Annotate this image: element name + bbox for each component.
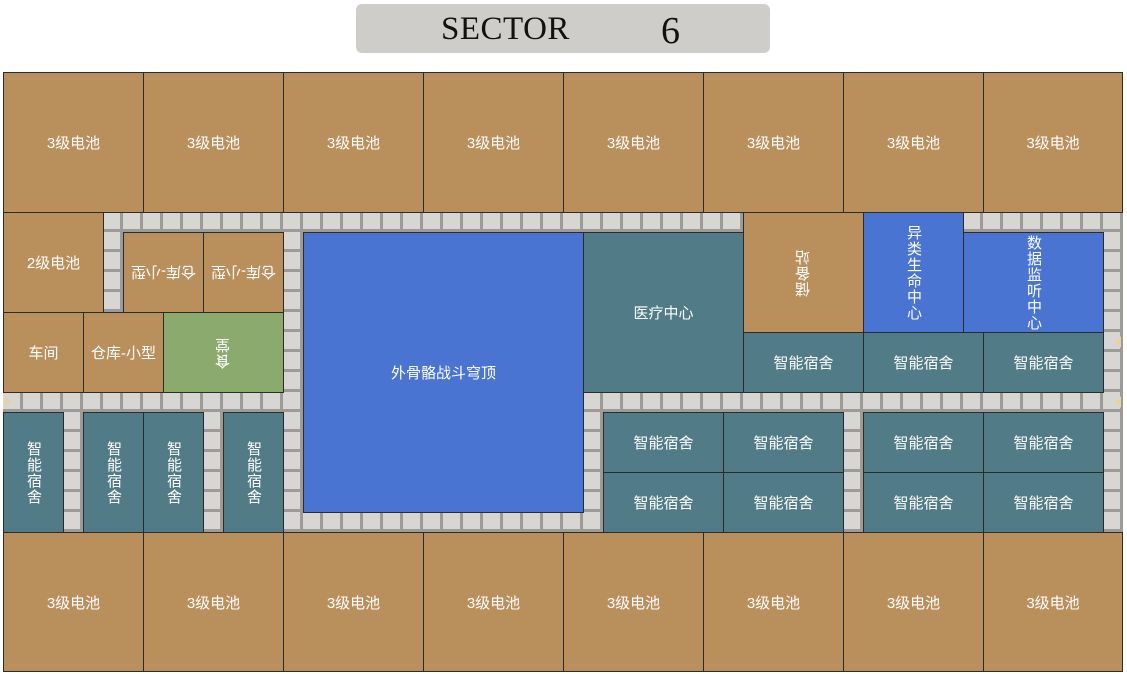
smart-dorm-room[interactable]: 智能宿舍 bbox=[223, 412, 284, 533]
corridor-low-col-4 bbox=[843, 412, 863, 532]
battery-room[interactable]: 3级电池 bbox=[703, 72, 844, 213]
workshop-room[interactable]: 车间 bbox=[3, 312, 84, 393]
corridor-bottom-mid bbox=[283, 512, 603, 532]
smart-dorm-room[interactable]: 智能宿舍 bbox=[83, 412, 144, 533]
warehouse-small-room[interactable]: 仓库-小型 bbox=[123, 232, 204, 313]
smart-dorm-room[interactable]: 智能宿舍 bbox=[983, 412, 1104, 473]
data-monitor-center[interactable]: 数据监听中心 bbox=[963, 232, 1104, 333]
battery-room[interactable]: 3级电池 bbox=[423, 532, 564, 672]
sector-number: 6 bbox=[661, 10, 680, 52]
smart-dorm-room[interactable]: 智能宿舍 bbox=[3, 412, 64, 533]
battery-room[interactable]: 3级电池 bbox=[563, 532, 704, 672]
battery-lv2-room[interactable]: 2级电池 bbox=[3, 212, 104, 313]
corridor-low-col-3 bbox=[583, 412, 603, 532]
smart-dorm-room[interactable]: 智能宿舍 bbox=[863, 472, 984, 533]
smart-dorm-room[interactable]: 智能宿舍 bbox=[603, 472, 724, 533]
entrance-right-arrow bbox=[1115, 336, 1121, 348]
battery-room[interactable]: 3级电池 bbox=[143, 72, 284, 213]
entrance-left-arrow bbox=[5, 396, 11, 408]
corridor-top bbox=[103, 212, 743, 232]
corridor-left-inner bbox=[283, 232, 303, 532]
canteen-room[interactable]: 食堂 bbox=[163, 312, 284, 393]
smart-dorm-room[interactable]: 智能宿舍 bbox=[743, 332, 864, 393]
battery-room[interactable]: 3级电池 bbox=[703, 532, 844, 672]
battery-room[interactable]: 3级电池 bbox=[3, 532, 144, 672]
battery-room[interactable]: 3级电池 bbox=[843, 72, 984, 213]
reserve-station[interactable]: 储备站 bbox=[743, 212, 864, 333]
corridor-middle-right bbox=[583, 392, 1123, 412]
exo-combat-dome[interactable]: 外骨骼战斗穹顶 bbox=[303, 232, 584, 513]
battery-room[interactable]: 3级电池 bbox=[423, 72, 564, 213]
sector-map: 3级电池 3级电池 3级电池 3级电池 3级电池 3级电池 3级电池 3级电池 … bbox=[3, 72, 1123, 672]
battery-room[interactable]: 3级电池 bbox=[563, 72, 704, 213]
warehouse-small-room[interactable]: 仓库-小型 bbox=[203, 232, 284, 313]
corridor-left-col bbox=[103, 232, 123, 312]
corridor-right-col bbox=[1103, 232, 1123, 532]
warehouse-small-room[interactable]: 仓库-小型 bbox=[83, 312, 164, 393]
alien-life-center[interactable]: 异类生命中心 bbox=[863, 212, 964, 333]
battery-room[interactable]: 3级电池 bbox=[283, 72, 424, 213]
sector-title-bar: SECTOR 6 bbox=[356, 4, 770, 53]
battery-room[interactable]: 3级电池 bbox=[143, 532, 284, 672]
corridor-middle bbox=[3, 392, 303, 412]
smart-dorm-room[interactable]: 智能宿舍 bbox=[863, 412, 984, 473]
smart-dorm-room[interactable]: 智能宿舍 bbox=[863, 332, 984, 393]
battery-room[interactable]: 3级电池 bbox=[983, 72, 1123, 213]
corridor-low-col-1 bbox=[63, 412, 83, 532]
medical-center[interactable]: 医疗中心 bbox=[583, 232, 744, 393]
smart-dorm-room[interactable]: 智能宿舍 bbox=[603, 412, 724, 473]
smart-dorm-room[interactable]: 智能宿舍 bbox=[983, 472, 1104, 533]
corridor-top-right bbox=[963, 212, 1123, 232]
battery-room[interactable]: 3级电池 bbox=[983, 532, 1123, 672]
entrance-right-arrow-2 bbox=[1115, 396, 1121, 408]
battery-room[interactable]: 3级电池 bbox=[843, 532, 984, 672]
smart-dorm-room[interactable]: 智能宿舍 bbox=[983, 332, 1104, 393]
sector-label: SECTOR bbox=[441, 11, 570, 47]
battery-room[interactable]: 3级电池 bbox=[283, 532, 424, 672]
corridor-low-col-2 bbox=[203, 412, 223, 532]
smart-dorm-room[interactable]: 智能宿舍 bbox=[723, 472, 844, 533]
smart-dorm-room[interactable]: 智能宿舍 bbox=[143, 412, 204, 533]
smart-dorm-room[interactable]: 智能宿舍 bbox=[723, 412, 844, 473]
battery-room[interactable]: 3级电池 bbox=[3, 72, 144, 213]
